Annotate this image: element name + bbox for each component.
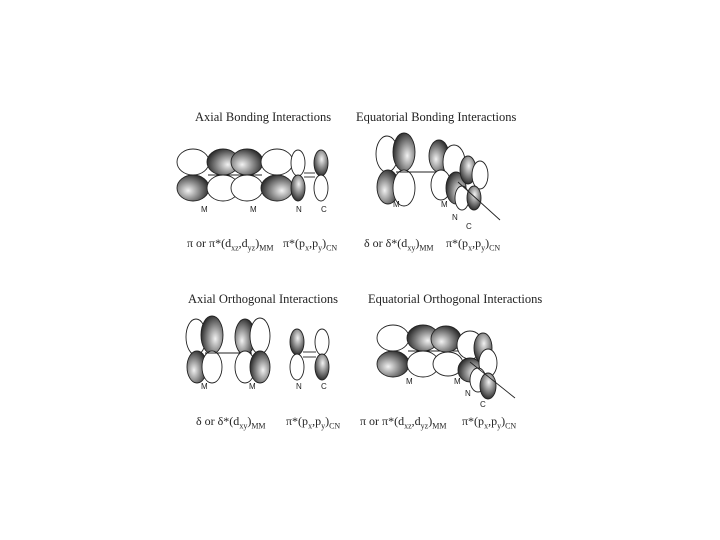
label-n: N: [452, 213, 458, 222]
axial-orthogonal-diagram: [185, 315, 330, 384]
equatorial-orthogonal-caption-mm: π or π*(dxz,dyz)MM: [360, 414, 447, 431]
axial-bonding-caption-cn: π*(px,py)CN: [283, 236, 338, 253]
label-m1: M: [201, 205, 208, 214]
equatorial-bonding-caption-mm: δ or δ*(dxy)MM: [364, 236, 434, 253]
label-c: C: [480, 400, 486, 409]
label-c: C: [321, 205, 327, 214]
label-n: N: [465, 389, 471, 398]
equatorial-orthogonal-title: Equatorial Orthogonal Interactions: [368, 292, 543, 306]
label-m1: M: [406, 377, 413, 386]
cn-orbital: [469, 332, 516, 400]
label-n: N: [296, 382, 302, 391]
label-m1: M: [201, 382, 208, 391]
metal-orbital-2: [234, 317, 271, 384]
metal-orbital-2: [428, 139, 467, 205]
cn-orbital: [454, 155, 501, 221]
metal-orbital-1: [375, 132, 416, 207]
equatorial-orthogonal-caption-cn: π*(px,py)CN: [462, 414, 517, 431]
axial-orthogonal-title: Axial Orthogonal Interactions: [188, 292, 338, 306]
label-m1: M: [393, 200, 400, 209]
metal-orbital-1: [185, 315, 224, 384]
axial-orthogonal-caption-mm: δ or δ*(dxy)MM: [196, 414, 266, 431]
label-c: C: [321, 382, 327, 391]
cn-orbital: [289, 328, 330, 381]
cn-orbital: [290, 149, 329, 202]
label-m2: M: [250, 205, 257, 214]
label-m2: M: [454, 377, 461, 386]
equatorial-bonding-caption-cn: π*(px,py)CN: [446, 236, 501, 253]
equatorial-bonding-title: Equatorial Bonding Interactions: [356, 110, 517, 124]
axial-bonding-caption-mm: π or π*(dxz,dyz)MM: [187, 236, 274, 253]
label-m2: M: [441, 200, 448, 209]
axial-orthogonal-caption-cn: π*(px,py)CN: [286, 414, 341, 431]
label-c: C: [466, 222, 472, 231]
label-n: N: [296, 205, 302, 214]
axial-bonding-diagram: [176, 148, 329, 202]
equatorial-bonding-diagram: [375, 132, 501, 221]
equatorial-orthogonal-diagram: [376, 324, 516, 400]
label-m2: M: [249, 382, 256, 391]
axial-bonding-title: Axial Bonding Interactions: [195, 110, 332, 124]
